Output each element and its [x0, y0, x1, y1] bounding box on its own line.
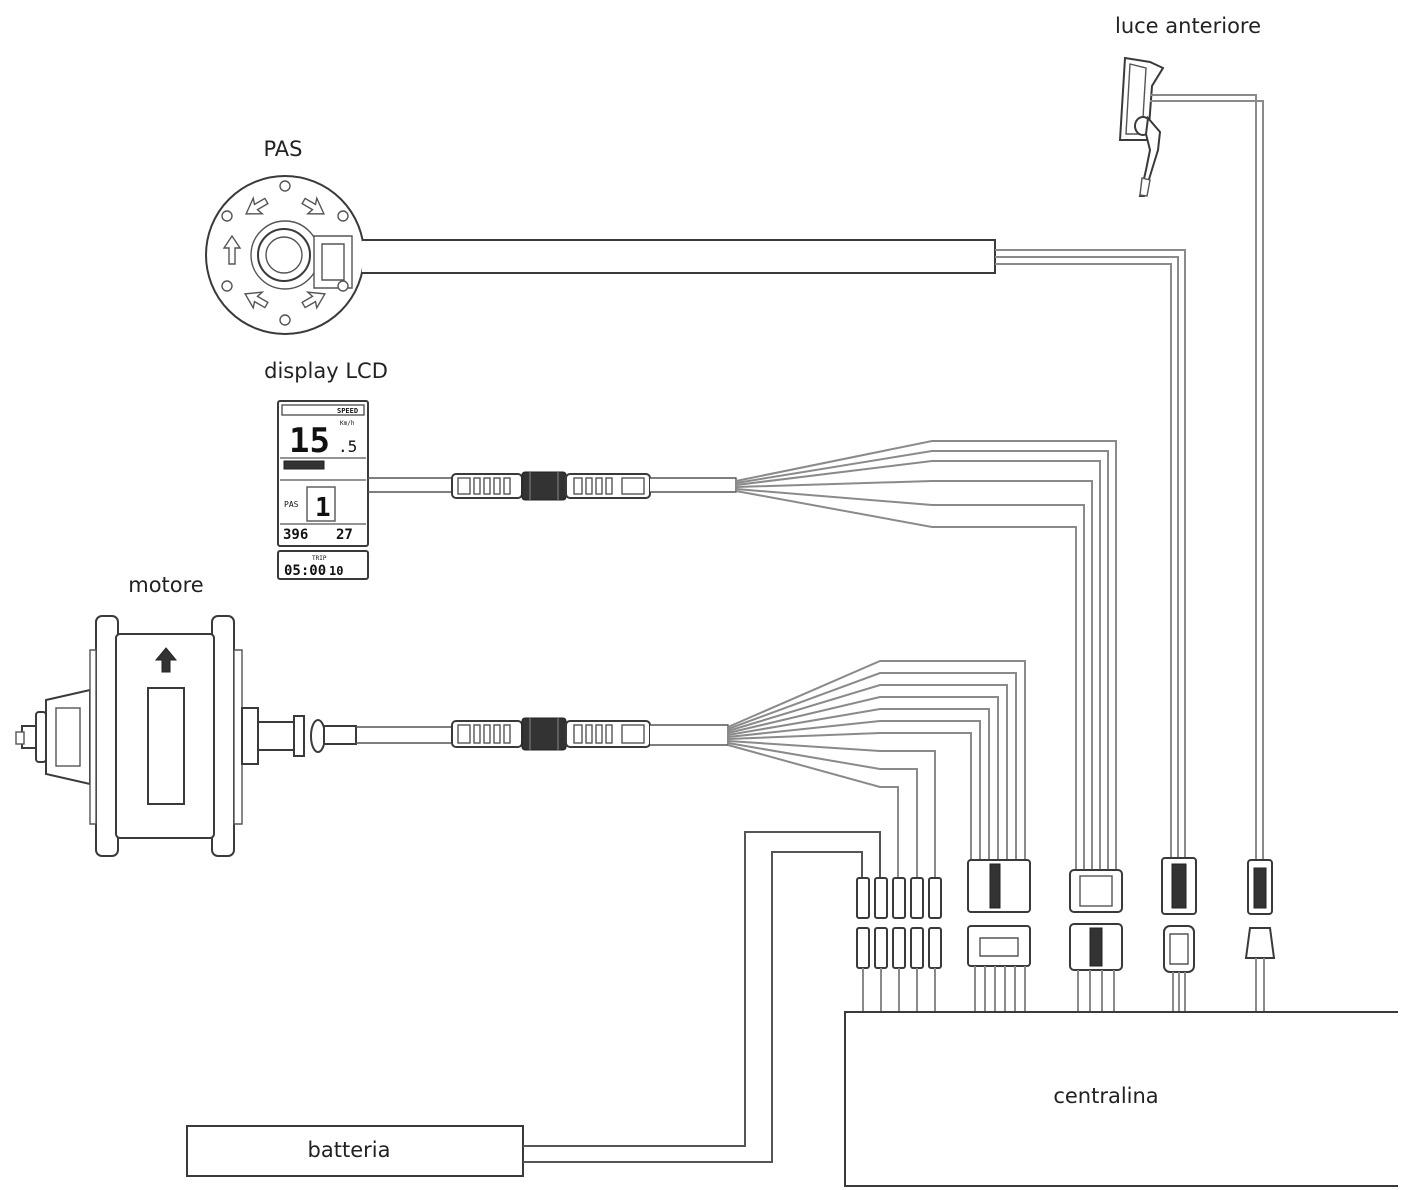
label-motor: motore [128, 573, 203, 597]
label-front-light: luce anteriore [1115, 14, 1261, 38]
lcd-display-icon: SPEED 15 .5 Km/h PAS 1 396 27 TRIP 05:00… [277, 400, 369, 580]
lcd-speed: 15 [289, 421, 330, 461]
lcd-left-value: 396 [283, 527, 308, 543]
label-controller: centralina [1053, 1084, 1158, 1108]
pas-connector [1161, 857, 1197, 1012]
lcd-pas-level: 1 [315, 493, 331, 523]
battery-box [186, 1125, 524, 1177]
motor-icon [15, 615, 357, 857]
front-light-icon [1118, 56, 1165, 197]
lcd-header: SPEED [337, 407, 358, 415]
motor-cable [356, 660, 1026, 878]
lcd-speed-decimal: .5 [338, 437, 357, 456]
battery-level-icon [283, 460, 325, 470]
lcd-footer-label: TRIP [312, 555, 327, 562]
front-light-wire [1150, 94, 1264, 860]
pas-cable [362, 239, 1186, 860]
lcd-distance: 10 [329, 564, 343, 578]
pas-sensor-icon [205, 175, 365, 335]
label-display: display LCD [264, 359, 388, 383]
controller-box [844, 1011, 1398, 1187]
light-connector [1244, 859, 1276, 1012]
lcd-pas-label: PAS [284, 500, 299, 509]
lcd-right-value: 27 [336, 527, 353, 543]
lcd-speed-unit: Km/h [340, 420, 355, 427]
label-pas: PAS [263, 137, 302, 161]
display-connector [1069, 869, 1123, 1012]
power-connectors [856, 877, 942, 1012]
hall-connector [967, 859, 1031, 1012]
lcd-time: 05:00 [284, 563, 326, 579]
display-cable [368, 440, 1117, 870]
battery-cable [523, 831, 881, 1163]
label-battery: batteria [308, 1138, 391, 1162]
arrow-up-icon [154, 647, 178, 673]
